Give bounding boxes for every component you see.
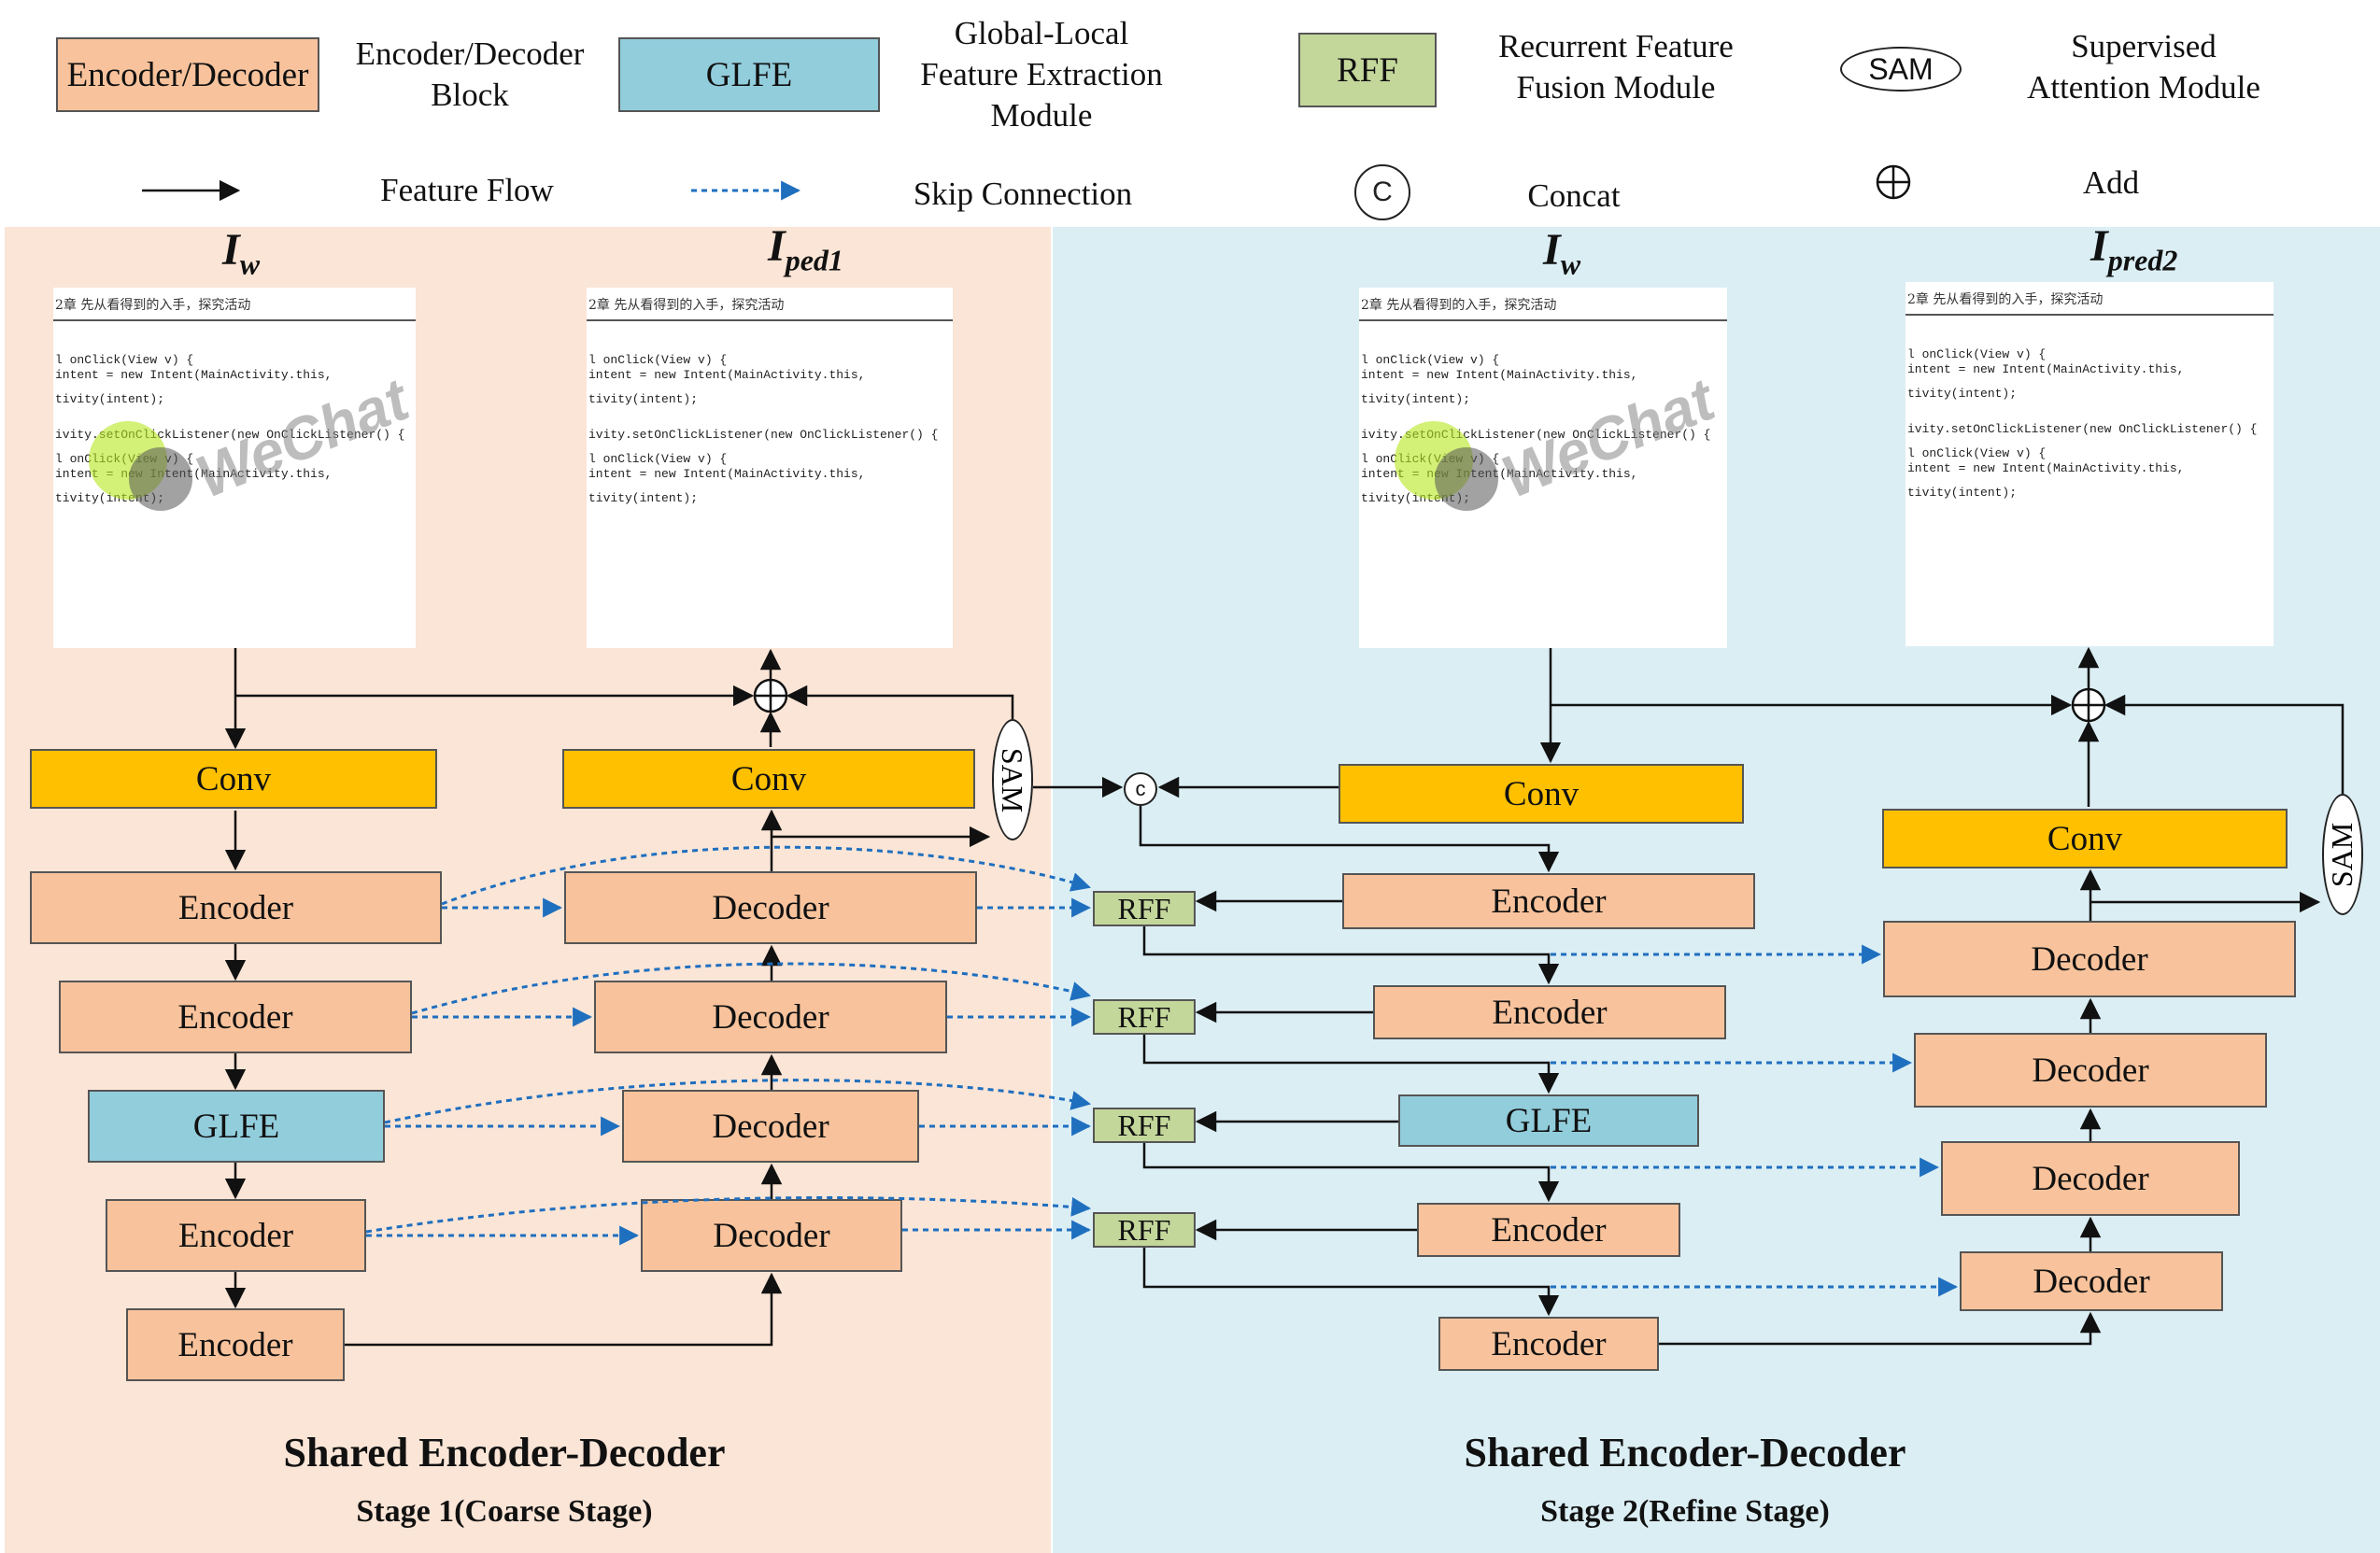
doc-code-line: intent = new Intent(MainActivity.this, [1361, 368, 1638, 382]
doc-code-line: ivity.setOnClickListener(new OnClickList… [588, 428, 939, 442]
stage2-encoder-1: Encoder [1342, 873, 1755, 929]
legend-sam-desc: Supervised Attention Module [2027, 28, 2260, 106]
stage2-decoder-2: Decoder [1914, 1033, 2267, 1108]
doc-header: 2章 先从看得到的入手，探究活动 [53, 295, 416, 321]
stage2-glfe: GLFE [1398, 1094, 1699, 1147]
doc-code-line: intent = new Intent(MainActivity.this, [1907, 362, 2185, 376]
stage2-concat-node: c [1124, 772, 1157, 806]
doc-code-line: intent = new Intent(MainActivity.this, [588, 368, 866, 382]
legend-sam-symbol: SAM [1840, 47, 1962, 92]
stage2-conv-in: Conv [1339, 764, 1744, 824]
stage2-output-image-label: Ipred2 [2090, 221, 2178, 277]
legend-rff-desc: Recurrent Feature Fusion Module [1498, 28, 1734, 106]
legend-skip-connection: Skip Connection [913, 176, 1133, 212]
doc-code-line: tivity(intent); [1907, 387, 2018, 401]
legend-glfe-desc: Global-Local Feature Extraction Module [920, 15, 1163, 134]
stage2-title: Shared Encoder-Decoder [1464, 1430, 1906, 1475]
stage2-decoder-1: Decoder [1883, 921, 2296, 997]
doc-code-line: l onClick(View v) { [588, 452, 728, 466]
doc-code-line: ivity.setOnClickListener(new OnClickList… [55, 428, 405, 442]
legend-rff-swatch: RFF [1298, 33, 1437, 107]
doc-code-line: tivity(intent); [1907, 486, 2018, 500]
doc-header: 2章 先从看得到的入手，探究活动 [1905, 289, 2274, 316]
doc-code-line: l onClick(View v) { [1907, 347, 2047, 361]
stage1-decoder-1: Decoder [564, 871, 977, 944]
legend-encdec-desc: Encoder/Decoder Block [355, 35, 585, 113]
legend-feature-flow: Feature Flow [380, 172, 554, 208]
stage1-encoder-1: Encoder [30, 871, 442, 944]
stage2-conv-out: Conv [1882, 809, 2288, 868]
stage1-conv-out: Conv [562, 749, 975, 809]
stage1-decoder-2: Decoder [594, 981, 947, 1053]
doc-code-line: tivity(intent); [588, 491, 699, 505]
doc-header: 2章 先从看得到的入手，探究活动 [1359, 295, 1727, 321]
stage1-output-image-label: Iped1 [768, 221, 843, 277]
stage2-encoder-3: Encoder [1417, 1203, 1680, 1257]
doc-code-line: tivity(intent); [588, 392, 699, 406]
legend-add: Add [2082, 164, 2140, 201]
stage2-rff-4: RFF [1093, 1212, 1196, 1248]
stage2-rff-3: RFF [1093, 1108, 1196, 1143]
stage2-decoder-4: Decoder [1960, 1251, 2223, 1311]
stage2-subtitle: Stage 2(Refine Stage) [1540, 1494, 1830, 1529]
stage1-conv-in: Conv [30, 749, 437, 809]
stage2-encoder-2: Encoder [1373, 985, 1726, 1039]
stage2-encoder-4: Encoder [1438, 1317, 1659, 1371]
doc-code-line: l onClick(View v) { [588, 353, 728, 367]
stage2-input-image-label: Iw [1543, 225, 1581, 281]
stage2-rff-1: RFF [1093, 891, 1196, 926]
doc-code-line: tivity(intent); [55, 392, 165, 406]
doc-code-line: intent = new Intent(MainActivity.this, [588, 467, 866, 481]
stage1-decoder-4: Decoder [641, 1199, 902, 1272]
stage2-decoder-3: Decoder [1941, 1141, 2240, 1216]
legend-add-symbol [1876, 164, 1911, 200]
doc-code-line: intent = new Intent(MainActivity.this, [55, 467, 333, 481]
doc-code-line: l onClick(View v) { [55, 353, 194, 367]
doc-code-line: l onClick(View v) { [1907, 446, 2047, 460]
doc-code-line: l onClick(View v) { [55, 452, 194, 466]
stage1-encoder-4: Encoder [126, 1308, 345, 1381]
doc-code-line: tivity(intent); [1361, 491, 1471, 505]
stage1-subtitle: Stage 1(Coarse Stage) [356, 1494, 653, 1529]
stage1-input-image-label: Iw [222, 225, 261, 281]
stage1-encoder-3: Encoder [106, 1199, 366, 1272]
doc-header: 2章 先从看得到的入手，探究活动 [587, 295, 953, 321]
doc-code-line: l onClick(View v) { [1361, 452, 1500, 466]
stage1-decoder-3: Decoder [622, 1090, 919, 1163]
stage1-title: Shared Encoder-Decoder [283, 1430, 726, 1475]
stage2-sam: SAM [2322, 794, 2363, 915]
doc-code-line: l onClick(View v) { [1361, 353, 1500, 367]
stage1-sam: SAM [992, 719, 1033, 840]
doc-code-line: intent = new Intent(MainActivity.this, [1361, 467, 1638, 481]
doc-code-line: tivity(intent); [1361, 392, 1471, 406]
legend-concat-symbol: C [1354, 164, 1410, 220]
stage1-encoder-2: Encoder [59, 981, 412, 1053]
legend-glfe-swatch: GLFE [618, 37, 880, 112]
stage1-glfe: GLFE [88, 1090, 385, 1163]
doc-code-line: intent = new Intent(MainActivity.this, [55, 368, 333, 382]
doc-code-line: ivity.setOnClickListener(new OnClickList… [1361, 428, 1711, 442]
legend-encdec-swatch: Encoder/Decoder [56, 37, 319, 112]
doc-code-line: tivity(intent); [55, 491, 165, 505]
doc-code-line: ivity.setOnClickListener(new OnClickList… [1907, 422, 2258, 436]
doc-code-line: intent = new Intent(MainActivity.this, [1907, 461, 2185, 475]
legend-concat: Concat [1527, 177, 1621, 214]
stage2-rff-2: RFF [1093, 999, 1196, 1035]
